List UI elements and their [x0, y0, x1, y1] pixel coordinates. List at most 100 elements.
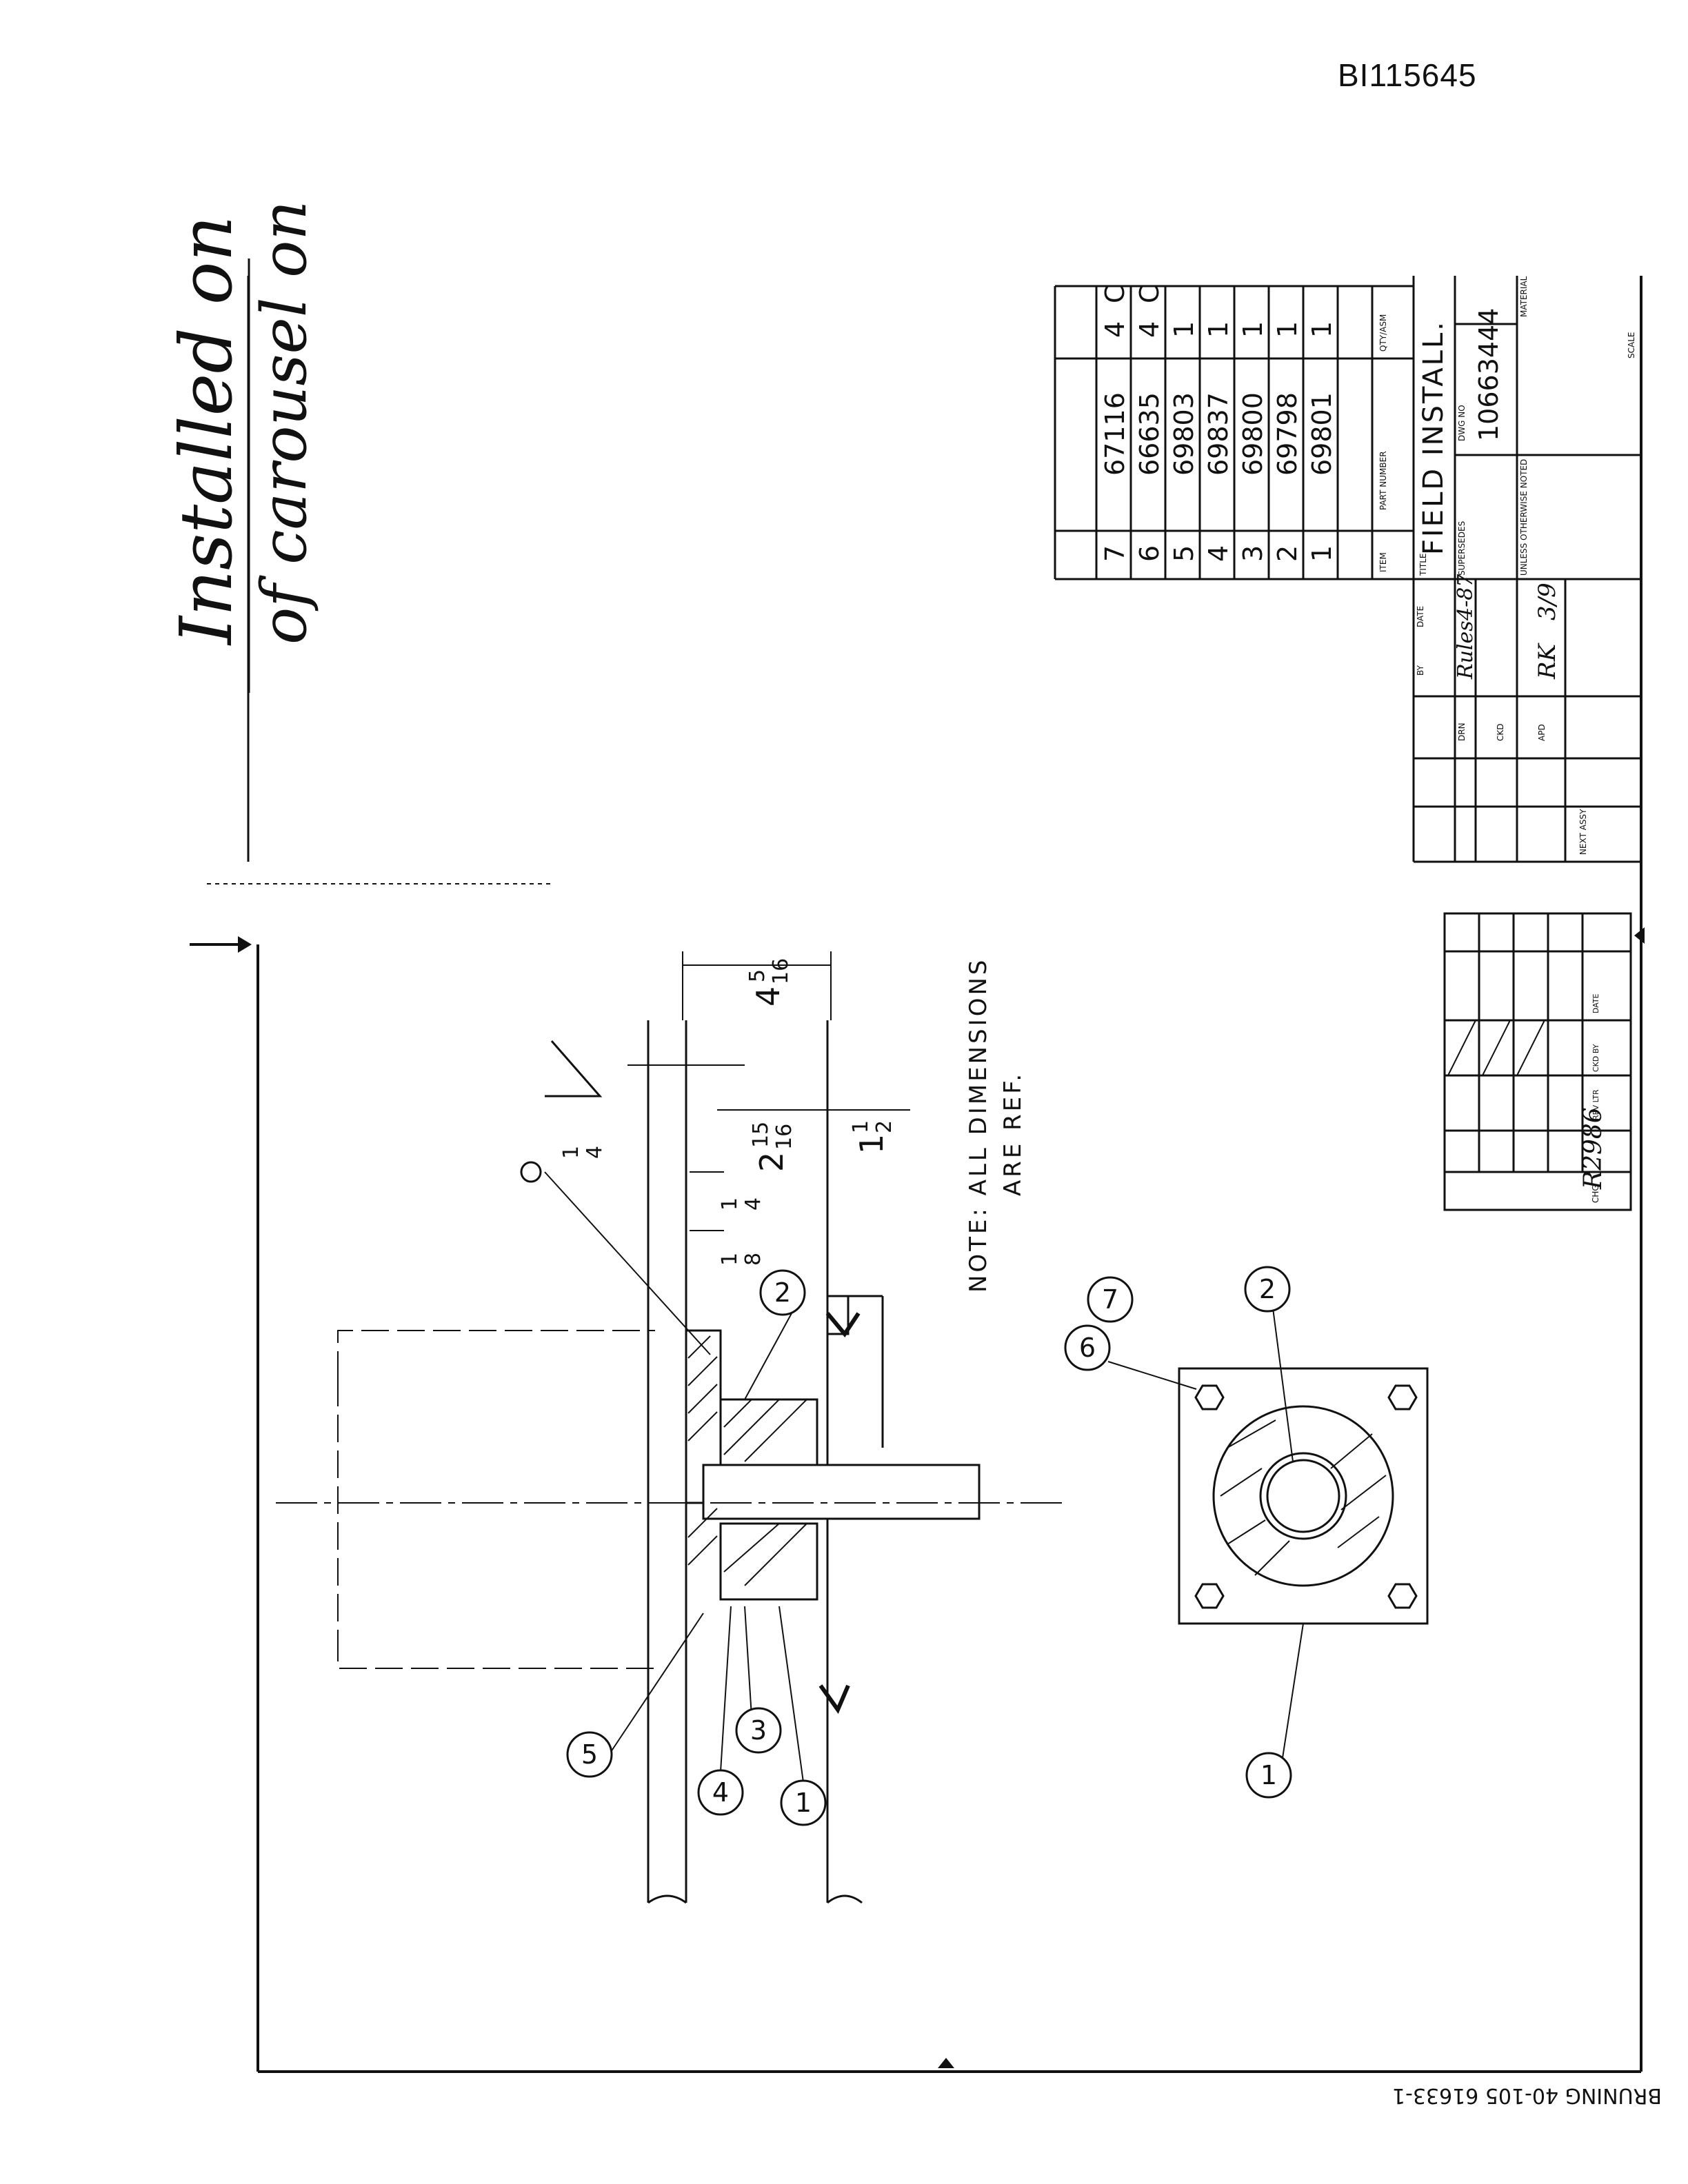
dim-2-15-16-den: 16	[772, 1124, 796, 1150]
rev-date-label: DATE	[1591, 993, 1600, 1013]
dim-2-15-16-num: 15	[749, 1122, 773, 1148]
balloon-1-section: 1	[780, 1779, 827, 1826]
weld-symbol	[520, 1040, 603, 1183]
dim-1-8-den: 8	[741, 1253, 765, 1266]
balloon-7: 7	[1087, 1276, 1134, 1323]
end-view	[1107, 1302, 1429, 1759]
dim-1-8: 1 8	[718, 1253, 765, 1266]
parts-item: 5	[1169, 545, 1199, 562]
svg-text:2: 2	[1259, 1274, 1276, 1304]
apd-label: APD	[1537, 724, 1547, 741]
handwritten-note: Installed on of carousel on	[164, 201, 321, 693]
document-id: BI115645	[1338, 57, 1477, 93]
parts-list-headers: ITEM PART NUMBER QTY/ASM	[1378, 314, 1388, 572]
note-line-2: ARE REF.	[999, 1071, 1027, 1196]
apd-by: RK	[1534, 642, 1561, 680]
parts-item: 3	[1238, 545, 1268, 562]
dimensions-note: NOTE: ALL DIMENSIONS ARE REF.	[965, 957, 1027, 1293]
balloon-6: 6	[1064, 1324, 1111, 1371]
parts-item: 2	[1272, 545, 1303, 562]
by-label: BY	[1416, 665, 1425, 676]
parts-item: 1	[1307, 545, 1337, 562]
parts-item: 7	[1100, 545, 1130, 562]
balloon-2-end: 2	[1244, 1266, 1291, 1313]
svg-text:1: 1	[1260, 1760, 1277, 1790]
parts-list-rows: 7 67116 4 C 6 66635 4 C 5 69803 1 4 6983…	[1100, 285, 1337, 562]
supersedes-label: SUPERSEDES	[1457, 521, 1467, 576]
weld-1-4-num: 1	[559, 1146, 583, 1159]
parts-row-1: 1 69801 1	[1307, 321, 1337, 562]
parts-row-4: 4 69837 1	[1203, 321, 1234, 562]
dim-1-4-den: 4	[741, 1197, 765, 1211]
footer-text: BRUNING 40-105 61633-1	[1392, 2083, 1662, 2107]
title-block-text: TITLE FIELD INSTALL. SUPERSEDES DWG NO 1…	[1416, 276, 1636, 855]
parts-qty: 1	[1169, 321, 1199, 338]
section-view	[276, 1020, 1062, 1904]
material-label: MATERIAL	[1519, 276, 1529, 317]
weld-1-4-den: 4	[583, 1146, 607, 1159]
next-assy-label: NEXT ASSY	[1578, 809, 1588, 855]
dim-4-5-16-whole: 4	[750, 987, 787, 1007]
parts-item: 4	[1203, 545, 1234, 562]
parts-number: 69800	[1238, 392, 1268, 476]
parts-number: 69798	[1272, 392, 1303, 476]
date-label: DATE	[1416, 606, 1425, 627]
svg-text:3: 3	[750, 1715, 767, 1746]
parts-row-2: 2 69798 1	[1272, 321, 1303, 562]
center-arrow-bottom	[938, 2058, 954, 2068]
dim-1-4-num: 1	[718, 1197, 742, 1211]
drn-by: Rules	[1454, 620, 1478, 680]
parts-number: 66635	[1134, 392, 1165, 476]
drn-label: DRN	[1457, 722, 1467, 741]
revision-block-text: CHG R2986 REV LTR CKD BY DATE	[1579, 993, 1607, 1203]
revision-block	[1443, 912, 1632, 1211]
note-line-1: NOTE: ALL DIMENSIONS	[965, 957, 992, 1293]
dim-1-8-num: 1	[718, 1253, 742, 1266]
rev-chg-number: R2986	[1579, 1107, 1607, 1190]
parts-number: 69837	[1203, 392, 1234, 476]
parts-row-7: 7 67116 4 C	[1100, 285, 1130, 562]
parts-qty: 1	[1203, 321, 1234, 338]
rev-chg-label: CHG	[1591, 1184, 1600, 1203]
drn-date: 4-87	[1454, 574, 1478, 621]
balloons: 5 4 3 1 2 6 7 2 1	[566, 1266, 1292, 1826]
parts-qty: 1	[1272, 321, 1303, 338]
ckd-label: CKD	[1496, 724, 1505, 742]
weld-1-4: 1 4	[559, 1146, 607, 1159]
rev-ltr-label: REV LTR	[1591, 1089, 1600, 1120]
handwritten-line-2: of carousel on	[248, 201, 321, 645]
dim-2-15-16-whole: 2	[753, 1152, 790, 1172]
header-item: ITEM	[1378, 552, 1388, 572]
dim-1-1-2-whole: 1	[853, 1134, 890, 1154]
balloon-5: 5	[566, 1731, 613, 1778]
apd-date: 3/9	[1534, 583, 1561, 620]
drawing-title: FIELD INSTALL.	[1418, 320, 1449, 555]
dim-2-15-16: 2 15 16	[749, 1122, 796, 1172]
dim-1-1-2-den: 2	[872, 1120, 896, 1133]
title-block	[1414, 276, 1642, 863]
parts-list	[1054, 276, 1415, 862]
parts-row-5: 5 69803 1	[1169, 321, 1199, 562]
drawing-number: 10663444	[1474, 308, 1504, 441]
svg-text:4: 4	[712, 1777, 729, 1808]
balloon-2-section: 2	[759, 1269, 806, 1316]
parts-row-6: 6 66635 4 C	[1134, 285, 1165, 562]
dim-1-1-2: 1 1 2	[849, 1120, 896, 1154]
dim-4-5-16-num: 5	[745, 969, 770, 982]
parts-desc: C	[1100, 285, 1130, 303]
center-arrow-top	[190, 936, 252, 953]
dimension-lines	[627, 951, 910, 1231]
balloon-4: 4	[697, 1769, 744, 1816]
header-qty: QTY/ASM	[1378, 314, 1388, 352]
rev-ckd-by-label: CKD BY	[1591, 1044, 1600, 1072]
parts-item: 6	[1134, 545, 1165, 562]
parts-row-3: 3 69800 1	[1238, 321, 1268, 562]
dim-1-4: 1 4	[718, 1197, 765, 1211]
dim-1-1-2-num: 1	[849, 1120, 873, 1133]
parts-qty: 1	[1307, 321, 1337, 338]
svg-text:5: 5	[581, 1739, 598, 1770]
header-part: PART NUMBER	[1378, 451, 1388, 510]
center-arrow-right	[1634, 927, 1645, 944]
parts-qty: 1	[1238, 321, 1268, 338]
